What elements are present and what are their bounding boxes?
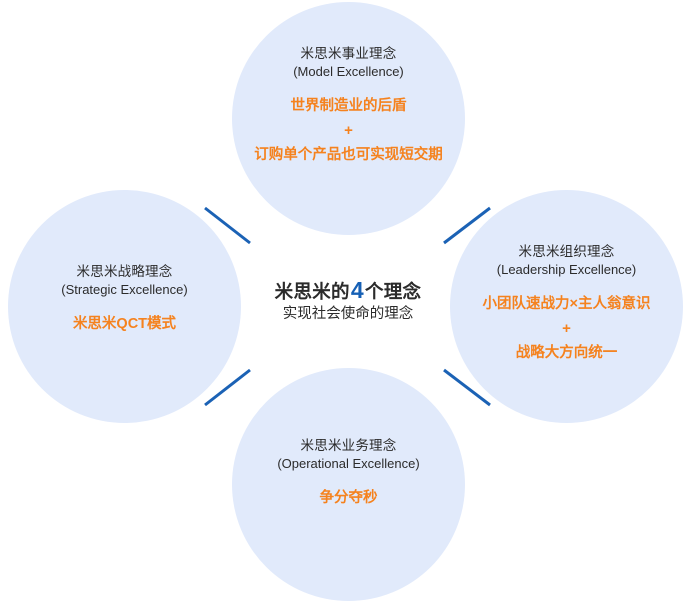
circle-bottom-content: 米思米业务理念 (Operational Excellence) 争分夺秒 (229, 436, 469, 511)
circle-right-slogan: 小团队速战力×主人翁意识 + 战略大方向统一 (447, 292, 687, 366)
center-label-block: 米思米的4个理念 实现社会使命的理念 (248, 278, 448, 325)
circle-bottom-slogan: 争分夺秒 (229, 486, 469, 511)
circle-leadership-excellence[interactable]: 米思米组织理念 (Leadership Excellence) 小团队速战力×主… (450, 190, 683, 423)
circle-top-slogan-line-2: 订购单个产品也可实现短交期 (254, 147, 443, 163)
circle-right-slogan-line-1: 小团队速战力×主人翁意识 (482, 296, 651, 312)
circle-top-slogan-plus: + (344, 122, 353, 139)
circle-right-content: 米思米组织理念 (Leadership Excellence) 小团队速战力×主… (447, 242, 687, 366)
circle-right-title-cn: 米思米组织理念 (518, 244, 615, 259)
circle-top-content: 米思米事业理念 (Model Excellence) 世界制造业的后盾 + 订购… (229, 44, 469, 168)
circle-left-slogan: 米思米QCT模式 (5, 312, 245, 337)
circle-right-slogan-line-2: 战略大方向统一 (515, 345, 618, 361)
center-subtitle: 实现社会使命的理念 (282, 306, 414, 322)
circle-bottom-title-cn: 米思米业务理念 (300, 438, 397, 453)
circle-operational-excellence[interactable]: 米思米业务理念 (Operational Excellence) 争分夺秒 (232, 368, 465, 601)
circle-left-content: 米思米战略理念 (Strategic Excellence) 米思米QCT模式 (5, 262, 245, 337)
center-headline-prefix: 米思米的 (274, 281, 350, 302)
circle-bottom-title-en: (Operational Excellence) (277, 456, 420, 471)
center-headline-suffix: 个理念 (364, 281, 422, 302)
circle-top-slogan: 世界制造业的后盾 + 订购单个产品也可实现短交期 (229, 94, 469, 168)
circle-bottom-slogan-line-1: 争分夺秒 (319, 490, 378, 506)
center-headline: 米思米的4个理念 (248, 278, 448, 304)
circle-right-slogan-plus: + (562, 320, 571, 337)
circle-left-slogan-line-1: 米思米QCT模式 (72, 316, 177, 332)
circle-model-excellence[interactable]: 米思米事业理念 (Model Excellence) 世界制造业的后盾 + 订购… (232, 2, 465, 235)
circle-left-title-cn: 米思米战略理念 (76, 264, 173, 279)
circle-right-title-en: (Leadership Excellence) (496, 262, 637, 277)
center-headline-number: 4 (350, 277, 364, 303)
circle-left-title-en: (Strategic Excellence) (61, 282, 188, 297)
circle-top-title-cn: 米思米事业理念 (300, 46, 397, 61)
circle-top-slogan-line-1: 世界制造业的后盾 (290, 98, 407, 114)
circle-top-title-en: (Model Excellence) (293, 64, 404, 79)
circle-strategic-excellence[interactable]: 米思米战略理念 (Strategic Excellence) 米思米QCT模式 (8, 190, 241, 423)
